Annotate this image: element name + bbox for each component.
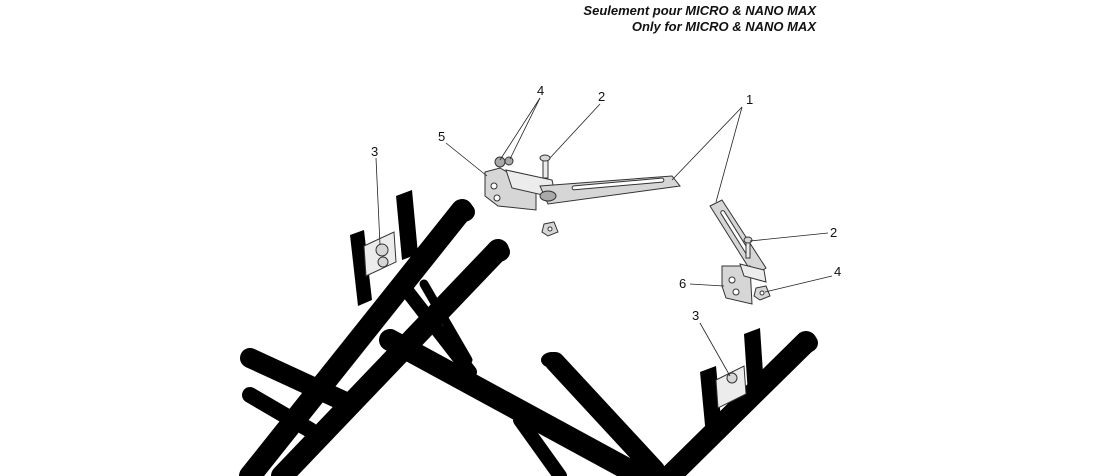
left-bracket-bolt-head bbox=[375, 243, 389, 257]
bracket-6-sleeve bbox=[739, 263, 767, 283]
frame-tube-right bbox=[659, 331, 817, 476]
callout-2-lower: 2 bbox=[830, 225, 837, 240]
bracket-6-hole-b bbox=[732, 288, 740, 296]
leader-1-b bbox=[715, 106, 743, 203]
caption-english: Only for MICRO & NANO MAX bbox=[631, 19, 816, 34]
caption-french: Seulement pour MICRO & NANO MAX bbox=[583, 3, 816, 18]
right-arm-assembly bbox=[709, 199, 771, 305]
leader-4-b bbox=[509, 97, 541, 160]
frame-tube-right-inner-end bbox=[541, 352, 563, 368]
leader-5 bbox=[445, 142, 488, 177]
frame-tube-left-end bbox=[451, 202, 475, 222]
callout-4-upper: 4 bbox=[537, 83, 544, 98]
slotted-arm-long-slot bbox=[571, 177, 665, 191]
bracket-5-hole-b bbox=[493, 194, 501, 202]
right-bracket-bolt bbox=[726, 372, 738, 384]
leader-3-lower bbox=[699, 322, 731, 377]
callout-1: 1 bbox=[746, 92, 753, 107]
callout-6: 6 bbox=[679, 276, 686, 291]
callout-3-lower: 3 bbox=[692, 308, 699, 323]
frame-tube-inner-end bbox=[486, 242, 510, 262]
nut-part-4-lower-hole bbox=[759, 290, 765, 296]
callout-3-upper: 3 bbox=[371, 144, 378, 159]
leader-4-lower bbox=[764, 275, 833, 293]
right-bracket-web bbox=[715, 365, 747, 409]
bracket-5-hole-a bbox=[490, 182, 498, 190]
leader-2-upper bbox=[549, 103, 601, 159]
bolt-part-2-lower-head bbox=[743, 236, 753, 244]
leader-6 bbox=[689, 283, 725, 287]
leader-1-a bbox=[671, 106, 743, 181]
slotted-arm-pivot bbox=[539, 190, 557, 202]
leader-lines bbox=[375, 97, 833, 377]
chassis-frame bbox=[239, 199, 818, 476]
right-bracket-plate-b bbox=[744, 328, 764, 394]
leader-3-upper bbox=[375, 157, 381, 246]
loose-nut-hole bbox=[547, 226, 553, 232]
upper-arm-assembly bbox=[484, 154, 681, 237]
frame-strut-a bbox=[401, 285, 477, 379]
left-bracket-plate-a bbox=[350, 230, 372, 306]
callout-4-lower: 4 bbox=[834, 264, 841, 279]
left-bracket-plate-b bbox=[396, 190, 418, 260]
frame-tube-left bbox=[239, 199, 473, 476]
left-chassis-bracket bbox=[350, 190, 418, 306]
frame-strut-c bbox=[513, 413, 567, 476]
frame-tube-inner bbox=[271, 239, 509, 476]
leader-4-a bbox=[499, 97, 541, 161]
frame-tube-right-inner bbox=[545, 352, 665, 476]
frame-strut-b bbox=[419, 279, 473, 365]
nut-part-4-upper-a bbox=[494, 156, 506, 168]
frame-tube-right-end bbox=[794, 333, 818, 353]
bracket-6-hole-a bbox=[728, 276, 736, 284]
leader-2-lower bbox=[749, 232, 829, 242]
callout-numbers: 1 2 2 3 3 4 4 5 6 bbox=[371, 83, 841, 323]
bolt-part-2-upper bbox=[542, 159, 549, 179]
frame-cross-left-lower bbox=[242, 387, 318, 438]
nut-part-4-upper-b bbox=[504, 156, 514, 166]
left-bracket-bolt-nut bbox=[377, 256, 389, 268]
frame-cross-left bbox=[240, 348, 360, 414]
callout-2-upper: 2 bbox=[598, 89, 605, 104]
callout-5: 5 bbox=[438, 129, 445, 144]
bolt-part-2-upper-head bbox=[539, 154, 551, 162]
frame-cross-main bbox=[379, 329, 651, 476]
